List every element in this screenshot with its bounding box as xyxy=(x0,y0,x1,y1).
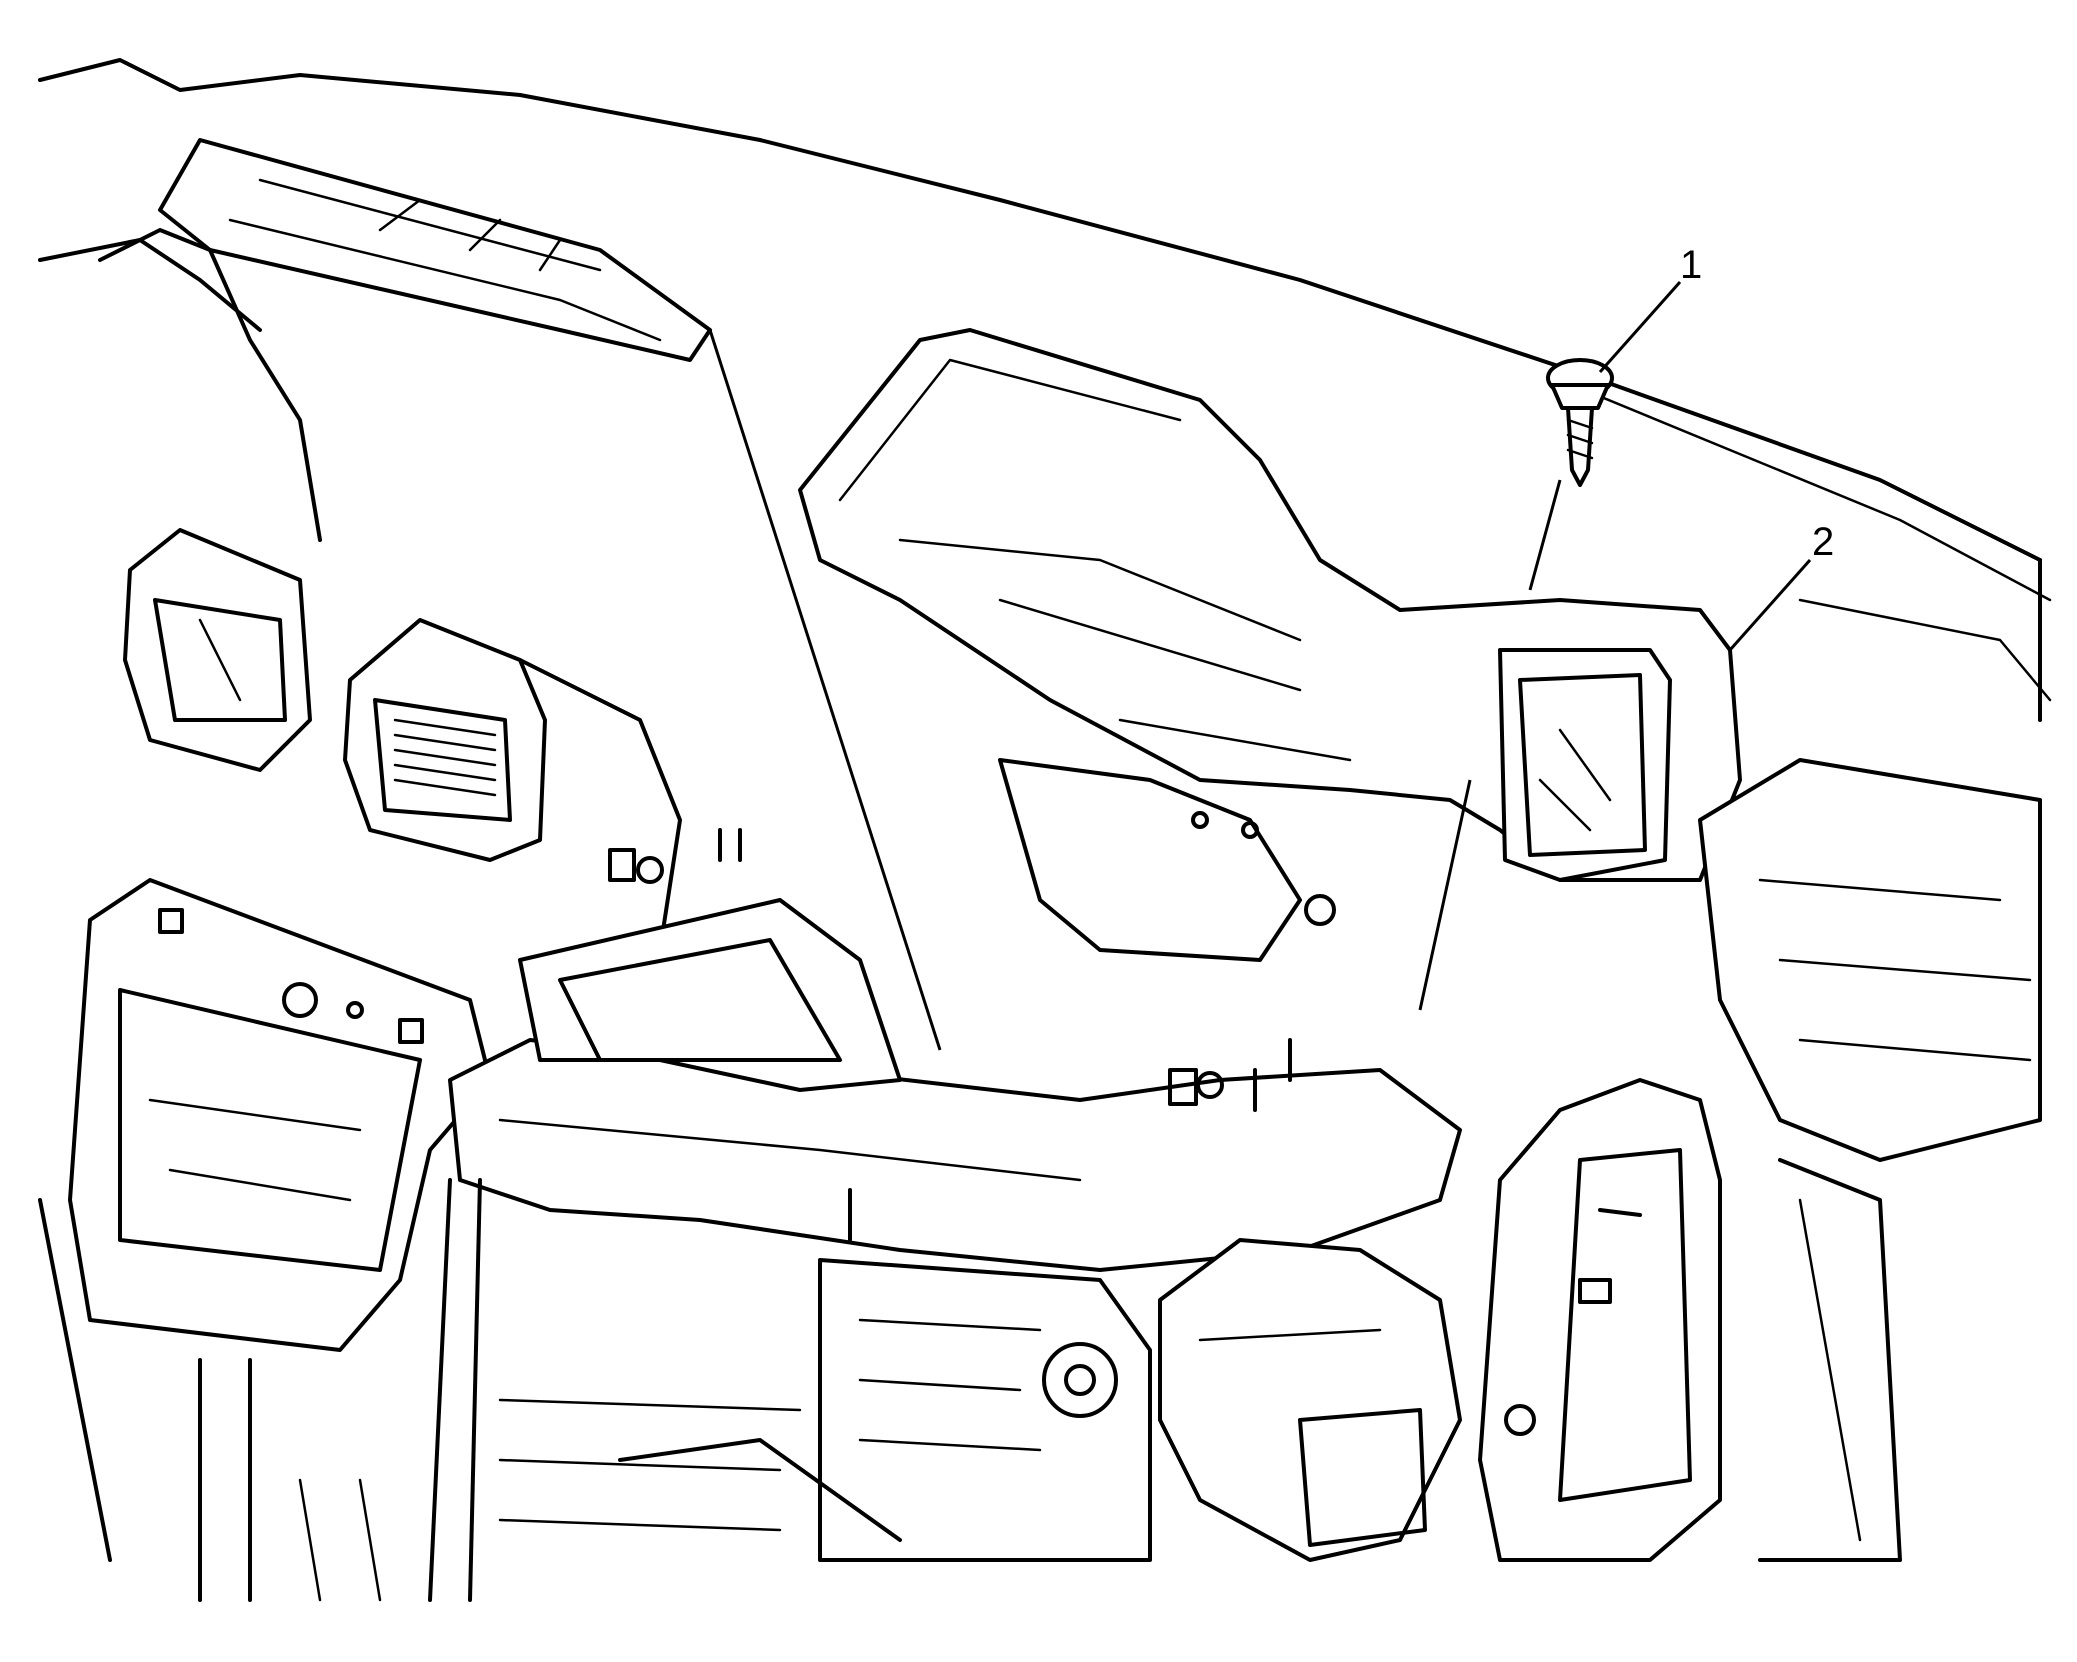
right-side-bracket xyxy=(1478,1078,1722,1562)
side-outlet-vent-left xyxy=(123,528,312,772)
callout-2-label: 2 xyxy=(1812,520,1834,564)
center-outlet-vent-left xyxy=(343,618,682,952)
callout-leader-1 xyxy=(1598,281,1682,373)
instrument-panel-carrier-outline xyxy=(38,58,2052,722)
defroster-vent-left xyxy=(98,138,712,542)
callout-1-label: 1 xyxy=(1680,243,1702,287)
lower-frame-struts xyxy=(38,1178,482,1602)
lower-cross-duct xyxy=(448,1038,1462,1272)
hvac-module-lower xyxy=(498,1258,1152,1562)
lower-left-bracket xyxy=(68,878,492,1602)
callout-leader-2 xyxy=(1728,559,1812,651)
main-air-duct xyxy=(798,328,1742,882)
right-outer-duct xyxy=(1698,758,2042,1562)
mounting-leader-lines xyxy=(708,329,1562,1051)
center-cross-bracket xyxy=(998,758,1336,962)
right-floor-duct xyxy=(1158,1238,1462,1562)
wiring-bracket xyxy=(518,828,1292,1112)
screw-fastener xyxy=(1546,358,1614,487)
